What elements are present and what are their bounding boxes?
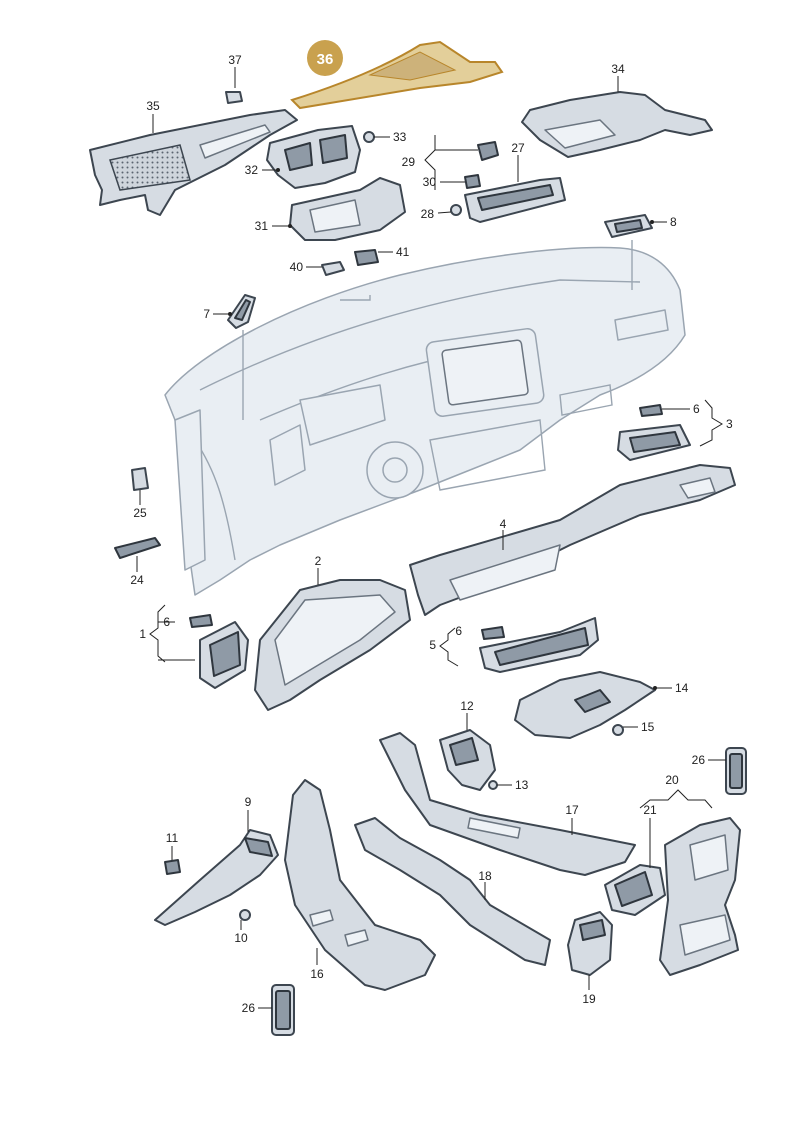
part-41[interactable]: 41	[354, 245, 410, 266]
label-34: 34	[611, 62, 625, 76]
part-6c[interactable]: 6	[455, 624, 505, 640]
label-15: 15	[641, 720, 655, 734]
part-40[interactable]: 40	[290, 260, 345, 276]
label-29: 29	[402, 155, 416, 169]
label-24: 24	[130, 573, 144, 587]
dashboard-assembly	[164, 240, 686, 596]
part-5-vent[interactable]	[479, 617, 599, 673]
part-1-vent[interactable]	[199, 621, 249, 689]
part-6a[interactable]: 6	[639, 402, 700, 417]
label-41: 41	[396, 245, 410, 259]
label-9: 9	[245, 795, 252, 809]
part-8[interactable]: 8	[604, 214, 677, 238]
label-7: 7	[203, 307, 210, 321]
part-13[interactable]: 13	[488, 778, 529, 792]
part-37[interactable]: 37	[225, 53, 243, 104]
label-11: 11	[166, 831, 179, 845]
part-7[interactable]: 7	[203, 294, 256, 329]
label-17: 17	[565, 803, 579, 817]
label-33: 33	[393, 130, 407, 144]
part-20[interactable]	[659, 817, 741, 976]
label-40: 40	[290, 260, 304, 274]
label-20: 20	[665, 773, 679, 787]
part-12[interactable]: 12	[439, 699, 496, 791]
label-36: 36	[317, 51, 334, 68]
part-30[interactable]: 30	[423, 174, 481, 189]
part-2[interactable]: 2	[254, 554, 411, 711]
label-6c: 6	[455, 624, 462, 638]
part-31[interactable]: 31	[255, 177, 406, 241]
part-27[interactable]: 27	[464, 141, 566, 223]
part-21[interactable]: 21	[604, 803, 666, 916]
part-4[interactable]: 4	[409, 464, 736, 616]
label-27: 27	[511, 141, 525, 155]
label-5: 5	[429, 638, 436, 652]
label-16: 16	[310, 967, 324, 981]
label-1: 1	[139, 627, 146, 641]
label-6b: 6	[163, 615, 170, 629]
part-6b[interactable]: 6	[163, 614, 213, 629]
part-34[interactable]: 34	[521, 62, 713, 158]
part-11[interactable]: 11	[164, 831, 181, 875]
part-9[interactable]: 9	[154, 795, 279, 926]
label-18: 18	[478, 869, 492, 883]
label-8: 8	[670, 215, 677, 229]
label-6a: 6	[693, 402, 700, 416]
part-35[interactable]: 35	[89, 99, 298, 216]
label-12: 12	[460, 699, 474, 713]
label-13: 13	[515, 778, 529, 792]
label-2: 2	[315, 554, 322, 568]
part-33[interactable]: 33	[363, 130, 407, 144]
label-25: 25	[133, 506, 147, 520]
part-25[interactable]: 25	[131, 467, 149, 520]
label-19: 19	[582, 992, 596, 1006]
part-10[interactable]: 10	[234, 909, 251, 945]
part-3-bracket: 3	[699, 399, 733, 447]
label-35: 35	[146, 99, 160, 113]
label-37: 37	[228, 53, 242, 67]
label-3: 3	[726, 417, 733, 431]
label-21: 21	[643, 803, 657, 817]
label-30: 30	[423, 175, 437, 189]
part-17[interactable]: 17	[379, 732, 636, 876]
part-18[interactable]: 18	[354, 817, 551, 966]
part-24[interactable]: 24	[114, 537, 161, 587]
part-26-right[interactable]: 26	[692, 747, 747, 795]
label-32: 32	[245, 163, 259, 177]
label-10: 10	[234, 931, 248, 945]
part-36-highlighted[interactable]: 36	[290, 40, 504, 110]
part-5-bracket: 5	[429, 627, 459, 667]
part-26-bottom[interactable]: 26	[242, 984, 295, 1036]
part-16[interactable]: 16	[284, 779, 436, 991]
part-19[interactable]: 19	[567, 911, 613, 1006]
part-28[interactable]: 28	[421, 204, 462, 221]
part-20-bracket: 20	[639, 773, 713, 809]
label-26b: 26	[242, 1001, 256, 1015]
part-14[interactable]: 14	[514, 671, 689, 739]
part-1-bracket: 1	[139, 604, 195, 663]
part-29[interactable]	[477, 141, 499, 161]
part-32[interactable]: 32	[245, 125, 361, 189]
label-26a: 26	[692, 753, 706, 767]
label-31: 31	[255, 219, 269, 233]
label-14: 14	[675, 681, 689, 695]
part-15[interactable]: 15	[612, 720, 655, 736]
part-29-bracket: 29	[402, 135, 478, 190]
part-3-vent[interactable]	[617, 424, 691, 461]
label-4: 4	[500, 517, 507, 531]
label-28: 28	[421, 207, 435, 221]
